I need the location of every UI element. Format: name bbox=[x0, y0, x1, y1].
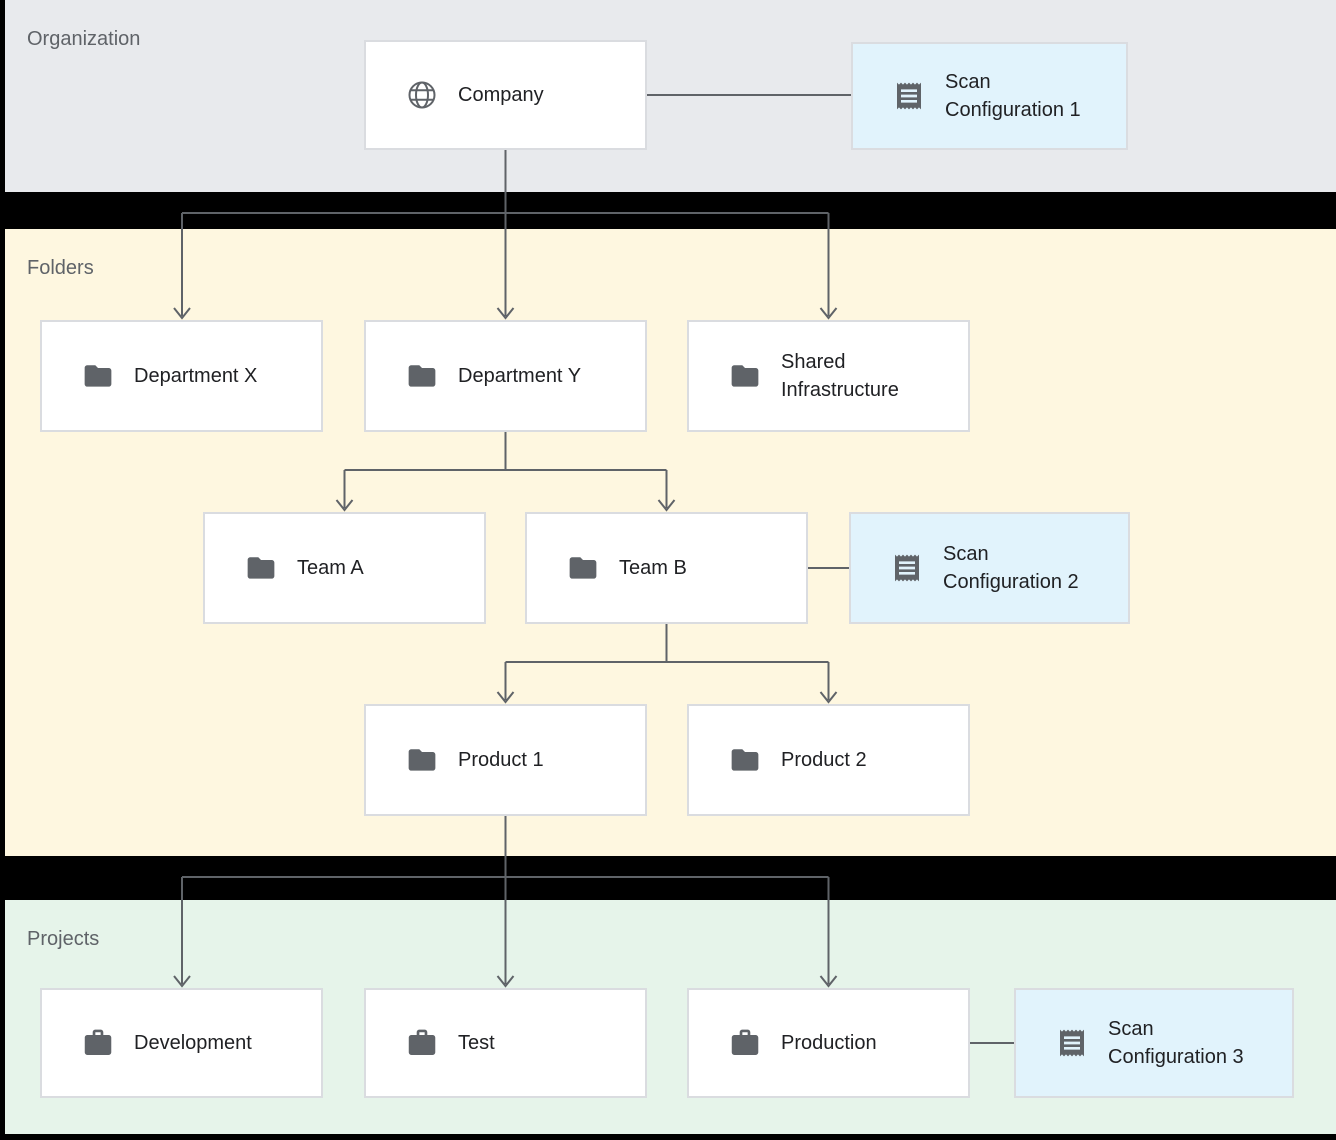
organization-section: Organization bbox=[5, 0, 1336, 192]
node-test[interactable]: Test bbox=[364, 988, 647, 1098]
node-label: Product 1 bbox=[458, 749, 544, 771]
node-label: Test bbox=[458, 1032, 495, 1054]
node-team-a[interactable]: Team A bbox=[203, 512, 486, 624]
node-label: Company bbox=[458, 84, 544, 106]
node-label: Department X bbox=[134, 365, 258, 387]
node-shared-infrastructure[interactable]: Shared Infrastructure bbox=[687, 320, 970, 432]
folder-icon bbox=[567, 552, 599, 584]
node-product-2[interactable]: Product 2 bbox=[687, 704, 970, 816]
node-label: Scan Configuration 1 bbox=[945, 71, 1081, 121]
folders-section-label: Folders bbox=[27, 257, 94, 279]
folder-icon bbox=[729, 360, 761, 392]
projects-section-label: Projects bbox=[27, 928, 100, 950]
organization-section-label: Organization bbox=[27, 28, 141, 50]
node-scan-configuration-1[interactable]: Scan Configuration 1 bbox=[851, 42, 1128, 150]
node-label: Production bbox=[781, 1032, 877, 1054]
node-scan-configuration-2[interactable]: Scan Configuration 2 bbox=[849, 512, 1130, 624]
receipt-icon bbox=[1056, 1026, 1088, 1060]
node-development[interactable]: Development bbox=[40, 988, 323, 1098]
node-production[interactable]: Production bbox=[687, 988, 970, 1098]
node-department-x[interactable]: Department X bbox=[40, 320, 323, 432]
folder-icon bbox=[406, 744, 438, 776]
node-company[interactable]: Company bbox=[364, 40, 647, 150]
folder-icon bbox=[245, 552, 277, 584]
node-label: Shared Infrastructure bbox=[781, 351, 899, 401]
briefcase-icon bbox=[82, 1027, 114, 1059]
globe-icon bbox=[406, 79, 438, 111]
node-label: Scan Configuration 3 bbox=[1108, 1018, 1244, 1068]
folder-icon bbox=[82, 360, 114, 392]
node-label: Product 2 bbox=[781, 749, 867, 771]
node-label: Department Y bbox=[458, 365, 582, 387]
briefcase-icon bbox=[406, 1027, 438, 1059]
folder-icon bbox=[406, 360, 438, 392]
receipt-icon bbox=[891, 551, 923, 585]
node-label: Development bbox=[134, 1032, 252, 1054]
node-label: Team B bbox=[619, 557, 687, 579]
node-label: Team A bbox=[297, 557, 364, 579]
receipt-icon bbox=[893, 79, 925, 113]
folder-icon bbox=[729, 744, 761, 776]
node-team-b[interactable]: Team B bbox=[525, 512, 808, 624]
node-product-1[interactable]: Product 1 bbox=[364, 704, 647, 816]
node-scan-configuration-3[interactable]: Scan Configuration 3 bbox=[1014, 988, 1294, 1098]
briefcase-icon bbox=[729, 1027, 761, 1059]
node-label: Scan Configuration 2 bbox=[943, 543, 1079, 593]
node-department-y[interactable]: Department Y bbox=[364, 320, 647, 432]
